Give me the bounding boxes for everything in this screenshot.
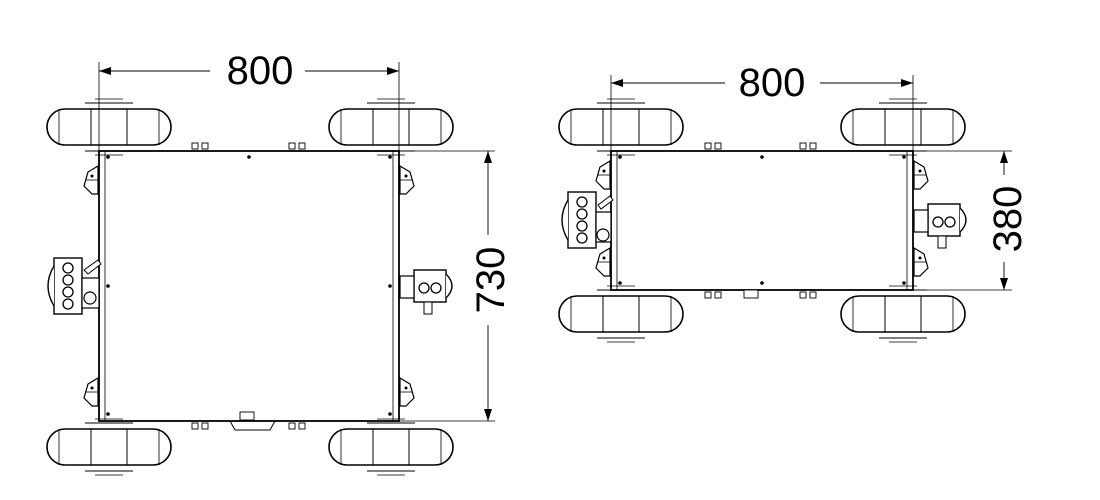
left-wheel-top-left bbox=[46, 98, 172, 156]
right-wheel-bottom-right bbox=[840, 285, 966, 343]
right-side-switch-box bbox=[927, 203, 967, 237]
left-control-panel bbox=[47, 257, 83, 315]
right-wheel-bottom-left bbox=[558, 285, 684, 343]
right-wheel-top-left bbox=[558, 98, 684, 156]
right-chassis bbox=[610, 150, 914, 291]
left-wheel-top-right bbox=[328, 98, 454, 156]
left-wheel-bottom-right bbox=[328, 418, 454, 476]
left-width-dimension: 800 bbox=[98, 49, 400, 151]
right-wheel-top-right bbox=[840, 98, 966, 156]
left-wheel-bottom-left bbox=[46, 418, 172, 476]
right-height-label: 380 bbox=[986, 186, 1030, 253]
left-chassis bbox=[98, 150, 400, 422]
left-view: 800 730 bbox=[46, 49, 513, 476]
right-height-dimension: 380 bbox=[913, 150, 1030, 291]
right-control-panel bbox=[561, 191, 597, 249]
left-height-dimension: 730 bbox=[399, 150, 513, 422]
left-side-switch-box bbox=[413, 269, 453, 303]
right-view: 800 380 bbox=[558, 61, 1030, 343]
right-width-label: 800 bbox=[739, 61, 806, 105]
left-width-label: 800 bbox=[227, 49, 294, 93]
left-height-label: 730 bbox=[469, 247, 513, 314]
right-width-dimension: 800 bbox=[610, 61, 914, 151]
